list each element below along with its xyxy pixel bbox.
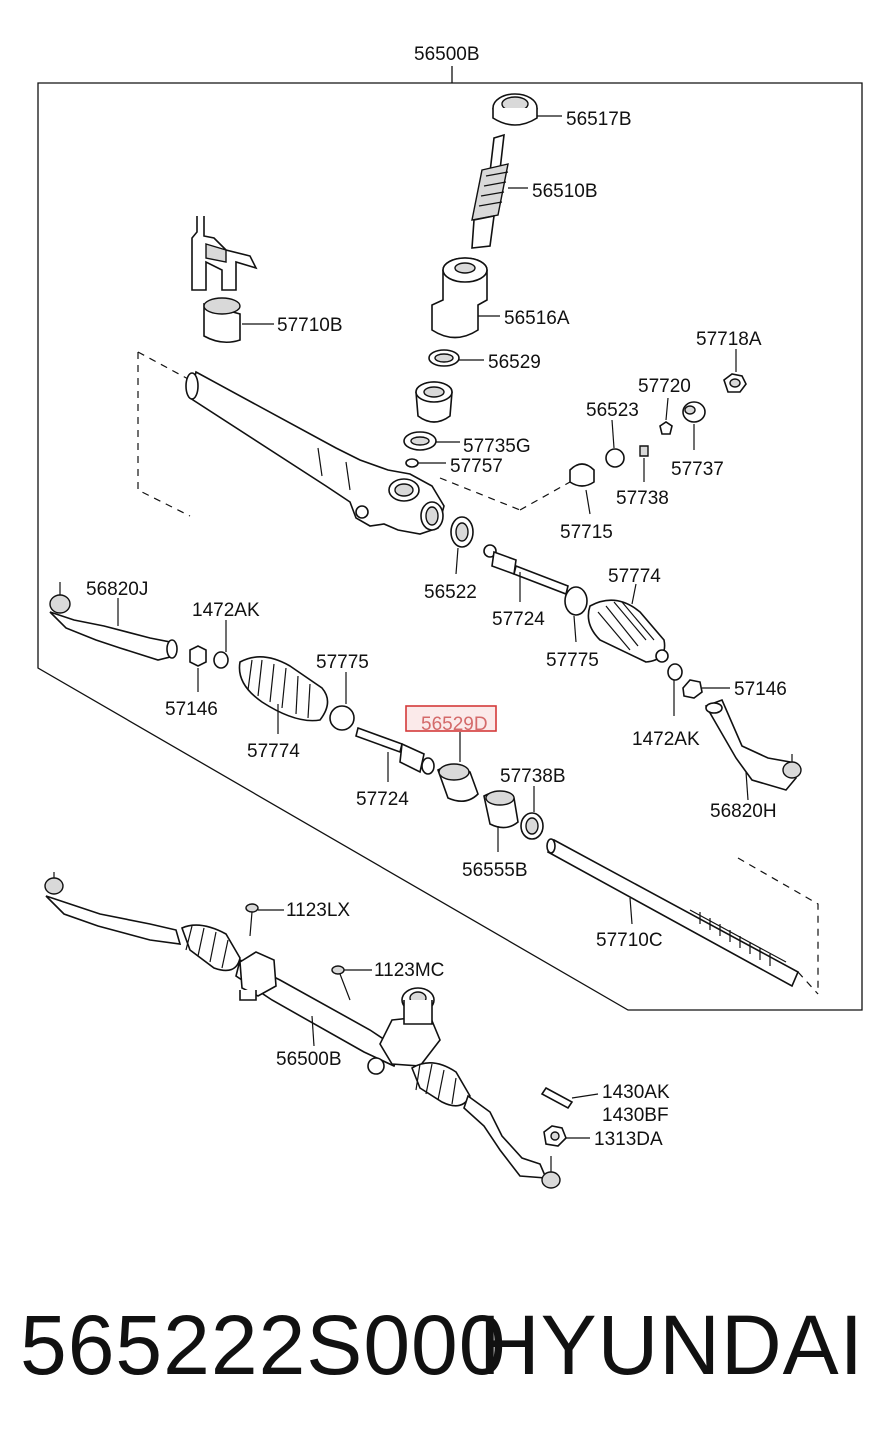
label-1430AK: 1430AK [602,1082,670,1103]
part-56510B-pinion-shaft [471,133,509,249]
part-bushing [415,381,453,423]
label-57775-right: 57775 [546,650,599,671]
part-1430AK-split-pin [540,1086,574,1110]
part-gear-housing [137,351,521,535]
part-57146-nut-right [682,679,703,699]
label-57710B: 57710B [277,315,343,336]
label-56820J: 56820J [86,579,148,600]
part-56820J-tie-rod-end [49,582,178,661]
label-56510B: 56510B [532,181,598,202]
assembled-steering-gear [44,872,561,1189]
label-1430BF: 1430BF [602,1105,669,1126]
label-1472AK-right: 1472AK [632,729,700,750]
part-57774-boot-left [238,656,329,722]
label-57146-right: 57146 [734,679,787,700]
label-56555B: 56555B [462,860,528,881]
label-57720: 57720 [638,376,691,397]
part-56820H-tie-rod-end [704,698,802,791]
part-56529D-stopper [437,763,479,802]
part-56555B-bushing [483,790,519,829]
label-56820H: 56820H [710,801,777,822]
label-56516A: 56516A [504,308,570,329]
part-57738B-ring [520,812,544,840]
part-57710C-rack [546,838,819,995]
label-57757: 57757 [450,456,503,477]
label-57738: 57738 [616,488,669,509]
part-57146-nut-left [189,645,207,667]
label-56523: 56523 [586,400,639,421]
part-1472AK-band-right [667,663,683,681]
part-57735G-seal [403,431,437,451]
part-mount-bracket [191,216,258,291]
part-1123LX-bolt [245,903,259,937]
label-57724-upper: 57724 [492,609,545,630]
part-57718A-locknut [723,373,747,393]
label-57710C: 57710C [596,930,663,951]
part-57724-inner-tie-rod-lower [355,726,435,775]
part-57775-clamp-right [564,586,588,616]
assembly-frame [37,66,863,1011]
part-57715-yoke [569,463,595,487]
part-56516A-housing-cover [431,257,488,339]
label-56500B-bottom: 56500B [276,1049,342,1070]
label-57737: 57737 [671,459,724,480]
part-56529-oring [428,349,460,367]
part-56517B-cap [492,93,538,126]
label-57774-right: 57774 [608,566,661,587]
part-57774-boot-right [587,599,669,663]
label-1123MC: 1123MC [374,960,444,981]
highlight-box-56529D [405,705,497,732]
label-57715: 57715 [560,522,613,543]
label-57775-left: 57775 [316,652,369,673]
label-1472AK-left: 1472AK [192,600,260,621]
part-57720-nut [659,421,673,435]
part-56523-spring [605,448,625,468]
label-57718A: 57718A [696,329,762,350]
label-57738B: 57738B [500,766,566,787]
part-57724-inner-tie-rod-upper [483,544,569,596]
label-56517B: 56517B [566,109,632,130]
part-1313DA-castle-nut [543,1125,567,1147]
footer-part-number: 565222S000 [20,1298,507,1392]
footer-caption: 565222S000 HYUNDAI [0,1290,886,1400]
part-56522-seal [450,516,474,548]
part-57757-snap-ring [405,458,419,468]
part-1472AK-band-left [213,651,229,669]
label-57724-lower: 57724 [356,789,409,810]
label-1313DA: 1313DA [594,1129,663,1150]
assembly-label: 56500B [414,44,480,65]
label-57146-left: 57146 [165,699,218,720]
label-1123LX: 1123LX [286,900,350,921]
part-57710B-bushing [203,297,241,344]
label-56529D: 56529D [421,714,488,735]
part-57775-clamp-left [329,705,355,731]
part-1123MC-bolt [331,965,351,1001]
label-57735G: 57735G [463,436,531,457]
part-57738-screw [639,445,649,457]
label-56529: 56529 [488,352,541,373]
label-57774-left: 57774 [247,741,300,762]
label-56522: 56522 [424,582,477,603]
footer-brand: HYUNDAI [478,1298,864,1392]
part-57737-plug [682,401,706,423]
